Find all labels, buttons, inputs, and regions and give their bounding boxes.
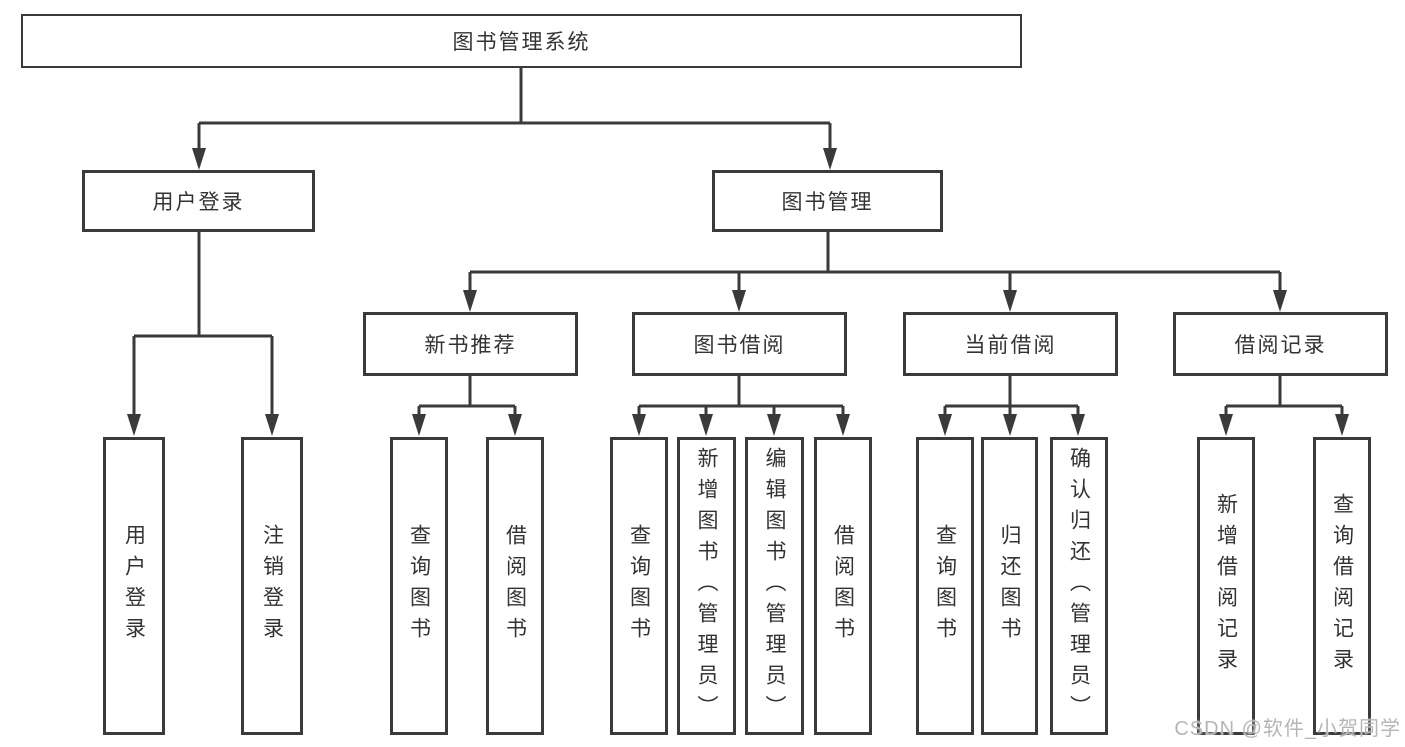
connector-new-book-recommendation (417, 376, 517, 418)
leaf-user-login: 用户登录 (103, 437, 165, 735)
leaf-add-borrow-record: 新增借阅记录 (1197, 437, 1255, 735)
node-label: 编辑图书（管理员） (763, 446, 786, 726)
leaf-return-books: 归还图书 (981, 437, 1038, 735)
connector-user-login (132, 232, 274, 418)
node-label: 用户登录 (122, 524, 146, 648)
leaf-borrow-books-recommend: 借阅图书 (486, 437, 544, 735)
node-label: 用户登录 (152, 191, 245, 214)
connector-current-borrowing (943, 376, 1080, 418)
node-label: 图书借阅 (693, 334, 786, 357)
node-label: 查询图书 (627, 524, 651, 648)
node-label: 借阅图书 (503, 524, 527, 648)
leaf-borrow-books: 借阅图书 (814, 437, 872, 735)
connector-root (197, 68, 832, 152)
leaf-edit-books-admin: 编辑图书（管理员） (745, 437, 804, 735)
node-user-login: 用户登录 (82, 170, 315, 232)
node-new-book-recommendation: 新书推荐 (363, 312, 578, 376)
node-label: 新书推荐 (424, 334, 517, 357)
node-label: 查询图书 (407, 524, 431, 648)
node-label: 查询图书 (933, 524, 957, 648)
leaf-query-books-current: 查询图书 (916, 437, 974, 735)
leaf-logout: 注销登录 (241, 437, 303, 735)
connector-borrowing-records (1224, 376, 1344, 418)
node-label: 确认归还（管理员） (1067, 446, 1091, 726)
leaf-query-borrow-record: 查询借阅记录 (1313, 437, 1371, 735)
node-label: 借阅记录 (1234, 334, 1327, 357)
connector-book-management (468, 232, 1282, 294)
node-borrowing-records: 借阅记录 (1173, 312, 1388, 376)
leaf-query-books-recommend: 查询图书 (390, 437, 448, 735)
node-label: 查询借阅记录 (1330, 493, 1354, 679)
node-library-management-system: 图书管理系统 (21, 14, 1022, 68)
leaf-query-books-borrow: 查询图书 (610, 437, 668, 735)
node-current-borrowing: 当前借阅 (903, 312, 1118, 376)
node-label: 归还图书 (998, 524, 1021, 648)
node-label: 新增借阅记录 (1214, 493, 1238, 679)
leaf-add-books-admin: 新增图书（管理员） (677, 437, 736, 735)
node-label: 新增图书（管理员） (695, 446, 718, 726)
node-book-management: 图书管理 (712, 170, 943, 232)
leaf-confirm-return-admin: 确认归还（管理员） (1050, 437, 1108, 735)
node-label: 图书管理系统 (452, 31, 591, 54)
node-label: 注销登录 (260, 524, 284, 648)
csdn-watermark: CSDN @软件_小贺同学 (1174, 718, 1401, 740)
arrowheads (127, 148, 1349, 436)
node-label: 借阅图书 (831, 524, 855, 648)
node-book-borrowing: 图书借阅 (632, 312, 847, 376)
node-label: 当前借阅 (964, 334, 1057, 357)
connector-book-borrowing (637, 376, 845, 418)
node-label: 图书管理 (781, 191, 874, 214)
